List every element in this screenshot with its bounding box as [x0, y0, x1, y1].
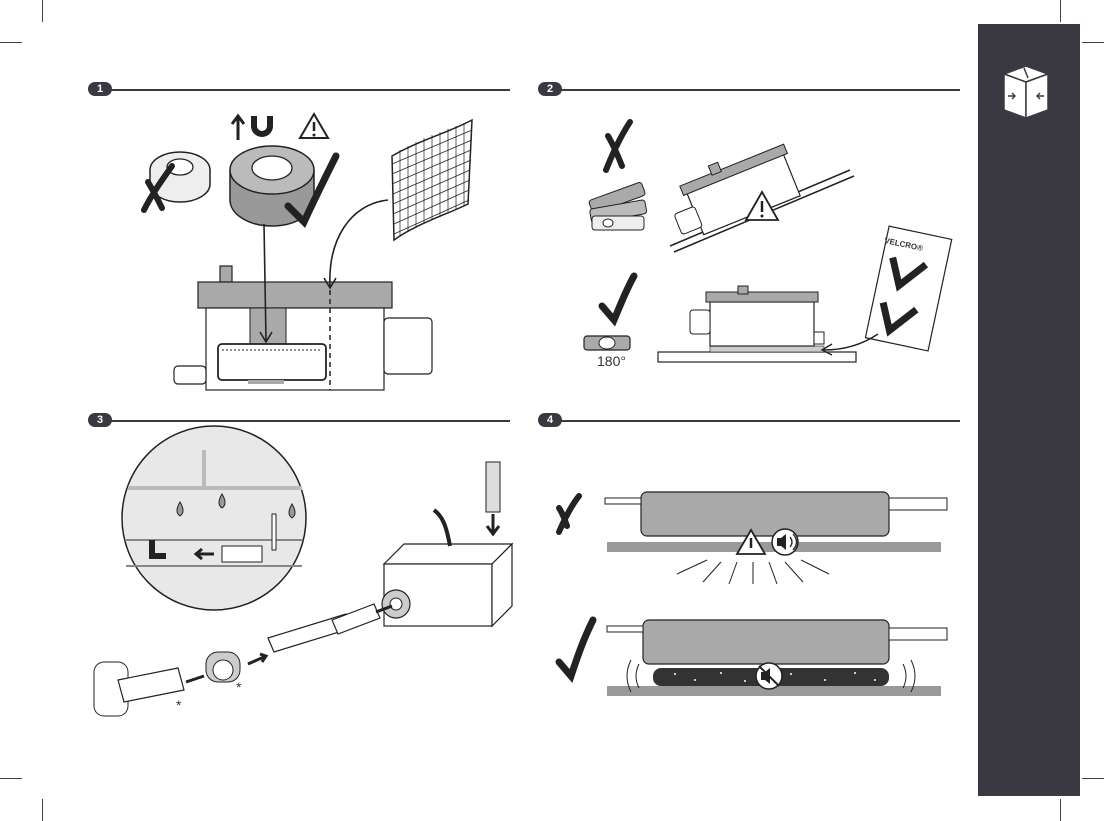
tilted-pump	[662, 137, 854, 252]
sidebar-tab	[978, 24, 1080, 796]
check-icon	[559, 620, 593, 676]
wall-detail-circle	[122, 426, 306, 610]
crop-mark	[0, 778, 22, 779]
cross-icon	[606, 122, 630, 170]
step-1-illustration	[100, 100, 520, 400]
crop-mark	[42, 0, 43, 22]
seal-asterisk: *	[236, 679, 241, 695]
check-icon	[602, 276, 634, 320]
sound-on-icon	[772, 529, 798, 555]
sound-off-icon	[756, 663, 782, 689]
crop-mark	[1060, 0, 1061, 22]
cross-icon	[559, 496, 579, 532]
step-4-illustration	[545, 470, 945, 730]
level-angle-label: 180°	[597, 353, 626, 369]
magnet-icon	[232, 116, 270, 140]
crop-mark	[1082, 42, 1104, 43]
tilted-level-icon	[588, 182, 647, 230]
pump-on-mat-good	[607, 620, 947, 696]
crop-mark	[1060, 799, 1061, 821]
large-float	[230, 146, 314, 226]
crop-mark	[0, 42, 22, 43]
step-1-header: 1	[88, 82, 510, 98]
pump-unit	[382, 462, 512, 626]
step-3-header: 3	[88, 413, 510, 429]
seal-asterisk: *	[176, 697, 181, 713]
pump-reservoir	[174, 266, 432, 390]
hose-connectors	[94, 604, 392, 716]
small-float	[150, 152, 210, 202]
box-compress-icon	[996, 60, 1056, 120]
step-3-illustration	[88, 444, 528, 724]
step-4-header: 4	[538, 413, 960, 429]
mesh-filter-icon	[392, 120, 472, 240]
warning-icon	[300, 114, 328, 138]
spirit-level-icon	[584, 336, 630, 350]
step-2-header: 2	[538, 82, 960, 98]
pump-on-floor-bad	[605, 492, 947, 584]
crop-mark	[1082, 778, 1104, 779]
crop-mark	[42, 799, 43, 821]
